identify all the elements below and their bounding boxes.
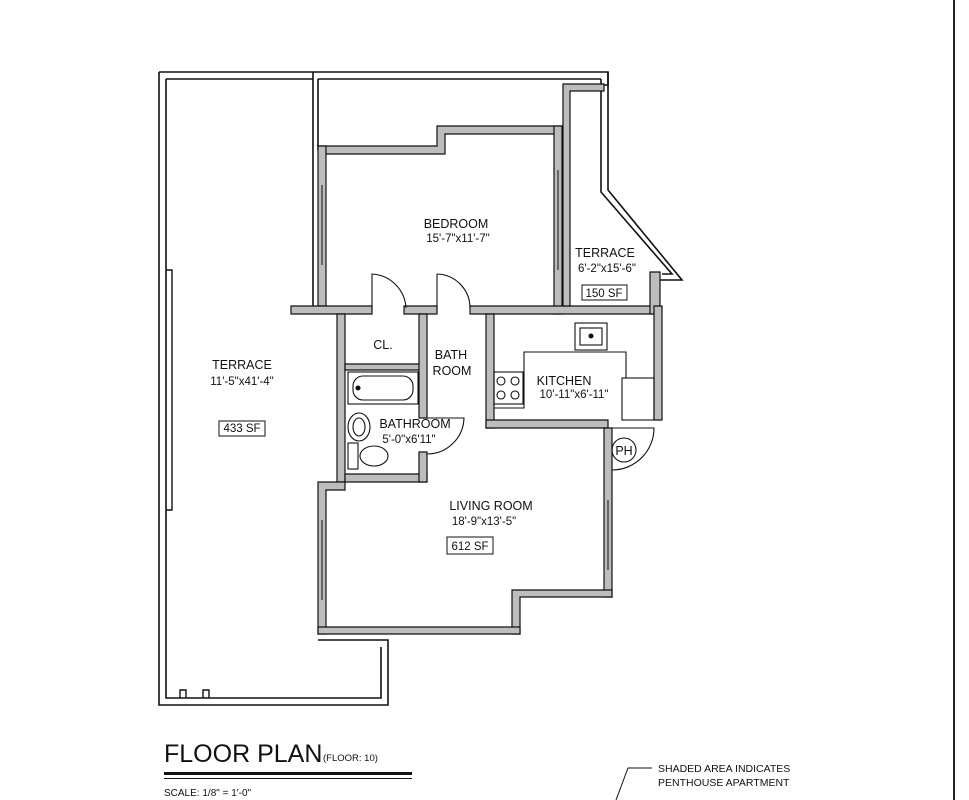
shading-note-line1: SHADED AREA INDICATES: [658, 763, 791, 775]
living-room-name: LIVING ROOM: [449, 499, 532, 513]
bathtub: [347, 371, 419, 405]
penthouse-marker-circle: [611, 437, 637, 463]
door-swings: [371, 273, 655, 471]
floor-number: (FLOOR: 10): [323, 753, 378, 764]
title-rule-thick: [164, 772, 412, 775]
penthouse-marker-label: PH: [615, 444, 632, 458]
bathroom-dims: 5'-0"x6'11": [382, 434, 435, 446]
west-terrace-name: TERRACE: [212, 358, 272, 372]
kitchen-fixtures: [493, 322, 655, 421]
shading-note: SHADED AREA INDICATES PENTHOUSE APARTMEN…: [658, 762, 790, 790]
bathroom-fixtures: [347, 412, 389, 470]
east-terrace-area: 150 SF: [585, 288, 622, 300]
west-terrace-dims: 11'-5"x41'-4": [210, 376, 274, 388]
east-terrace-dims: 6'-2"x15'-6": [578, 263, 636, 275]
area-boxes: [218, 284, 628, 555]
bath-room-label-line2: ROOM: [433, 364, 472, 378]
kitchen-dims: 10'-11"x6'-11": [539, 389, 608, 401]
windows: [321, 170, 609, 600]
west-terrace-area: 433 SF: [223, 423, 260, 435]
shading-note-line2: PENTHOUSE APARTMENT: [658, 777, 790, 789]
closet-label: CL.: [373, 338, 392, 352]
bedroom-dims: 15'-7"x11'-7": [426, 233, 490, 245]
bedroom-name: BEDROOM: [424, 217, 489, 231]
scale-note: SCALE: 1/8" = 1'-0": [164, 788, 252, 799]
note-leader-line: [615, 767, 652, 800]
bath-room-label-line1: BATH: [435, 348, 467, 362]
sheet-border: [953, 0, 955, 800]
title-rule-thin: [164, 778, 412, 779]
living-room-area: 612 SF: [451, 541, 488, 553]
terrace-notches: [166, 269, 210, 698]
living-room-dims: 18'-9"x13'-5": [452, 516, 516, 528]
plan-title: FLOOR PLAN: [164, 740, 323, 768]
bathroom-name: BATHROOM: [379, 417, 450, 431]
kitchen-name: KITCHEN: [537, 374, 592, 388]
east-terrace-name: TERRACE: [575, 246, 635, 260]
